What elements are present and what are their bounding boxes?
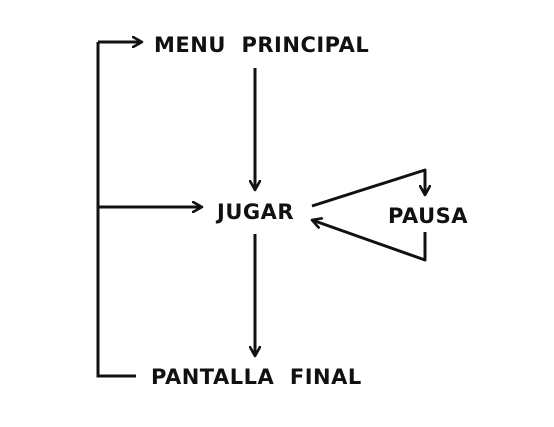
node-jugar: JUGAR — [217, 200, 295, 224]
node-pantalla-final: PANTALLA FINAL — [151, 365, 362, 389]
node-pausa: PAUSA — [388, 204, 468, 228]
edge-pausa-to-jugar — [312, 220, 427, 262]
edge-pantalla-final-loop — [96, 42, 136, 378]
edge-jugar-to-pausa — [311, 168, 425, 208]
node-menu-principal: MENU PRINCIPAL — [154, 33, 370, 57]
